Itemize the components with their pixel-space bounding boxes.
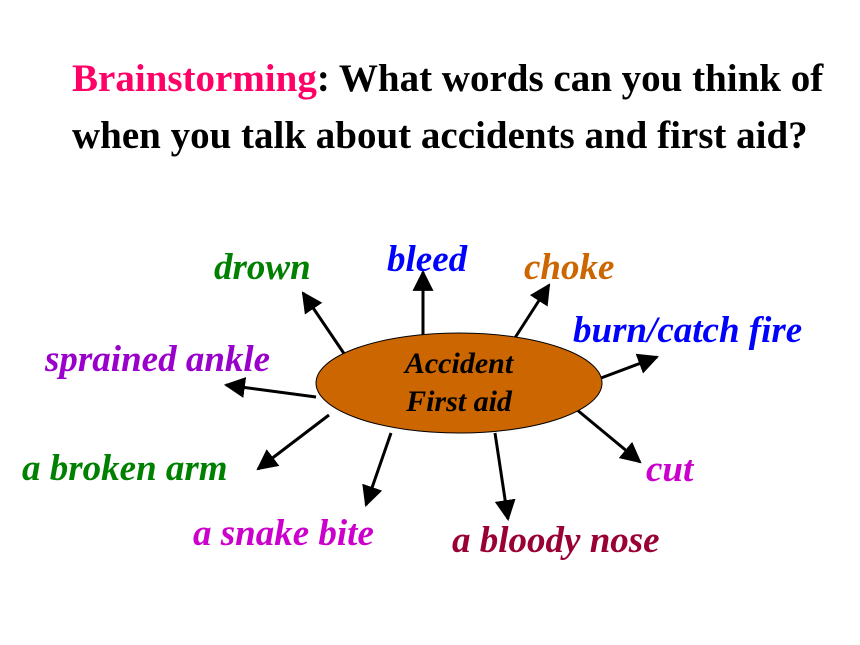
heading-question: : What words can you think of when you t… [72,57,824,157]
word-drown: drown [214,247,311,288]
arrow-snake-bite [362,432,393,507]
arrow-drown [301,291,347,356]
heading: Brainstorming: What words can you think … [72,50,832,164]
arrow-bloody-nose [493,432,516,522]
arrow-broken-arm [256,413,330,471]
word-bloody-nose: a bloody nose [452,520,660,561]
heading-keyword: Brainstorming [72,57,317,100]
word-bleed: bleed [387,239,468,280]
word-snake-bite: a snake bite [193,513,374,554]
arrow-burn [600,353,659,380]
center-line-2: First aid [406,385,512,418]
arrow-cut [575,407,642,464]
arrow-choke [509,283,551,345]
center-ellipse [315,332,603,434]
word-sprained: sprained ankle [45,339,271,380]
word-burn: burn/catch fire [573,310,803,351]
word-broken-arm: a broken arm [22,448,228,489]
word-choke: choke [524,247,615,288]
center-label: Accident First aid [379,345,539,421]
arrow-sprained [223,377,317,399]
center-line-1: Accident [404,347,514,380]
word-cut: cut [646,449,694,490]
